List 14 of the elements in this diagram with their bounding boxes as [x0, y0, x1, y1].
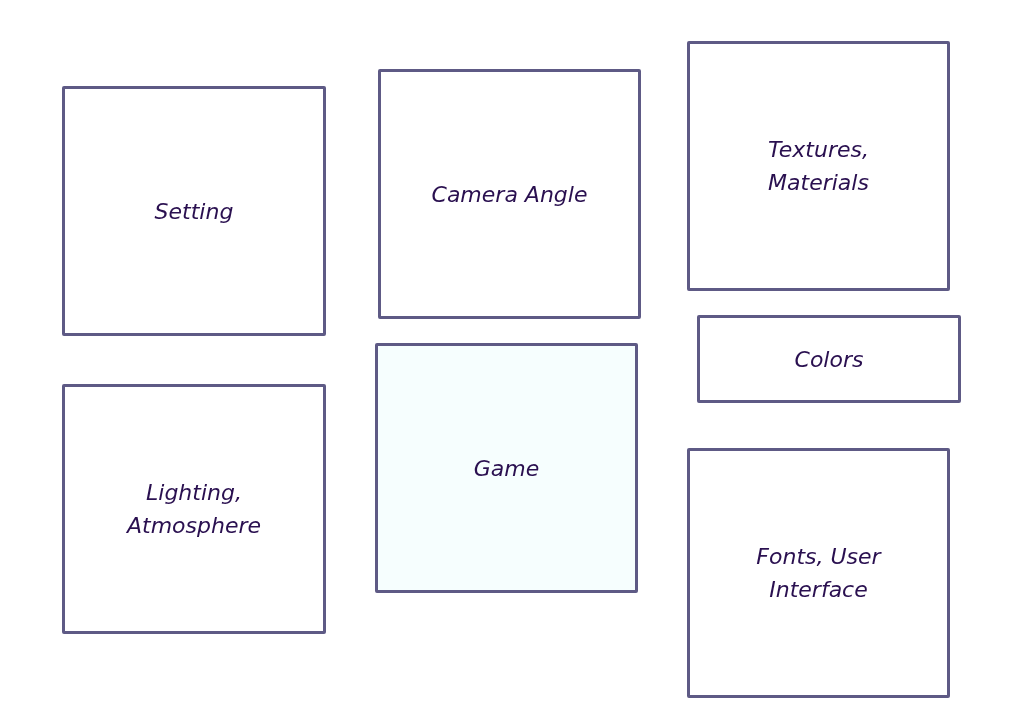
content-box — [375, 343, 638, 593]
box-label: Game — [473, 454, 540, 483]
content-box — [687, 41, 950, 291]
box-label: Textures, Materials — [767, 136, 870, 197]
box-label: Fonts, User Interface — [755, 543, 883, 604]
box-label: Lighting, Atmosphere — [125, 479, 263, 540]
content-box — [62, 384, 326, 634]
content-box — [378, 69, 641, 319]
box-label: Colors — [794, 345, 864, 374]
box-label: Setting — [154, 197, 234, 226]
box-label: Camera Angle — [431, 180, 588, 209]
content-box — [697, 315, 961, 403]
content-box — [62, 86, 326, 336]
content-box — [687, 448, 950, 698]
